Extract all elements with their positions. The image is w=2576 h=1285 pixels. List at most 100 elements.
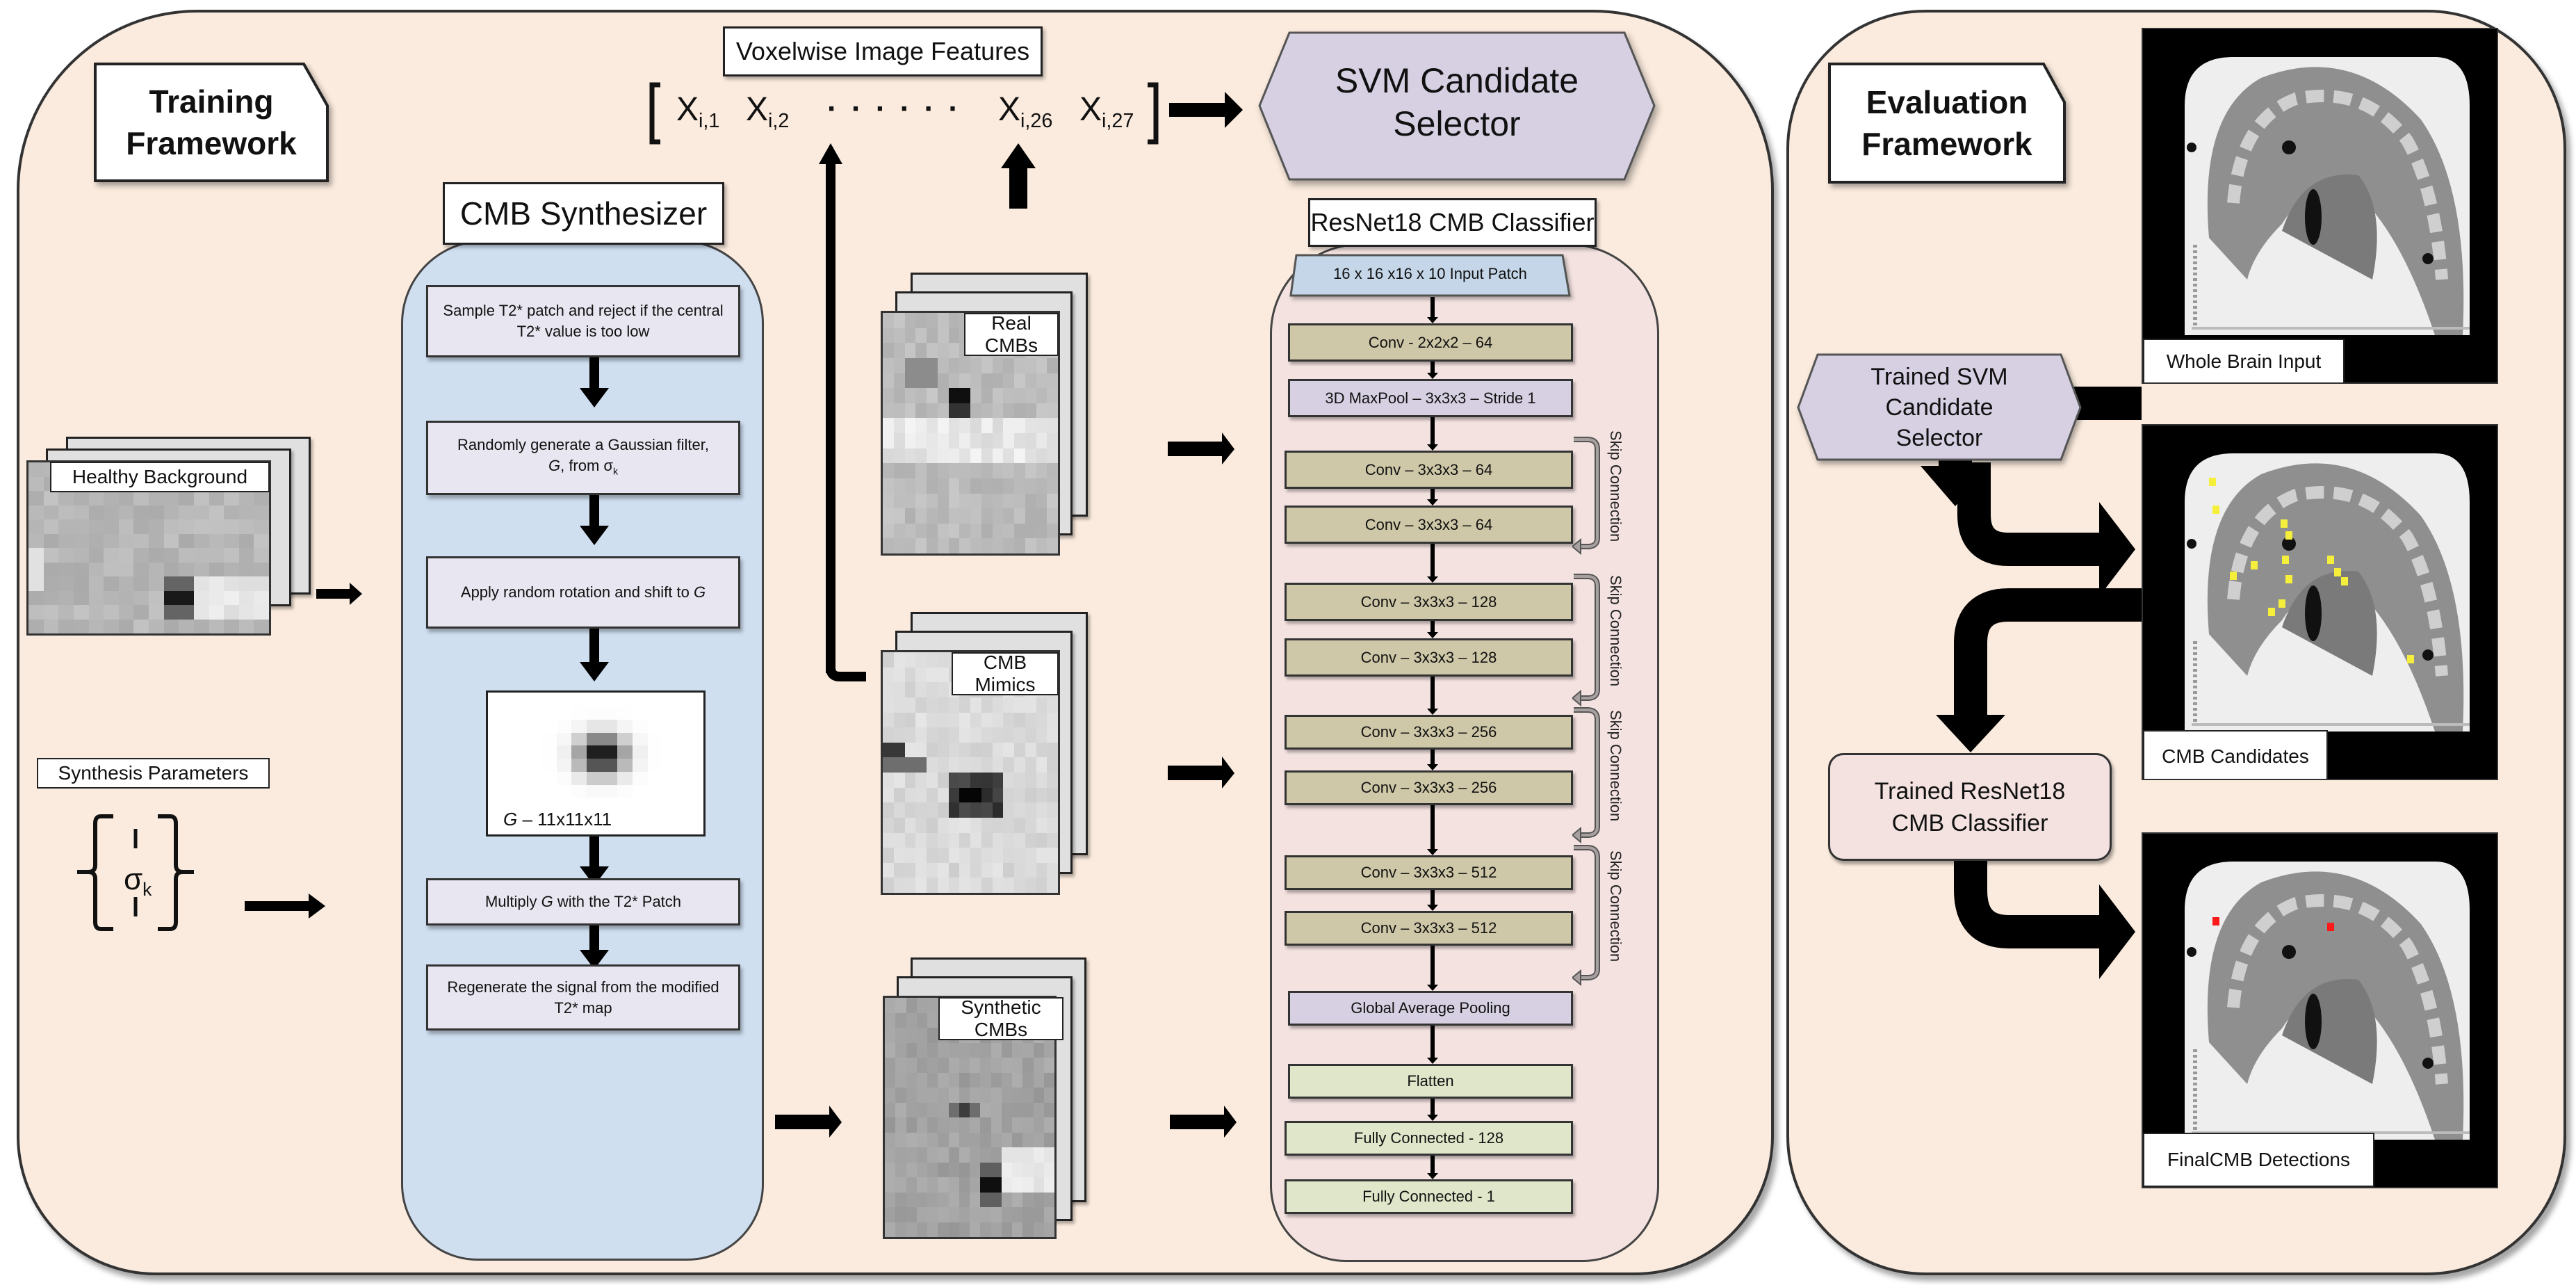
pixel	[1003, 787, 1014, 803]
pixel	[893, 463, 905, 478]
pixel	[1033, 1162, 1044, 1177]
pixel	[1025, 773, 1036, 788]
synth-step-regenerate: Regenerate the signal from the modified …	[426, 964, 740, 1031]
pixel	[981, 357, 993, 373]
gaussian-caption: G – 11x11x11	[503, 809, 612, 830]
pixel	[1012, 1102, 1023, 1117]
pixel	[916, 1042, 927, 1058]
pixel	[970, 878, 981, 893]
kernel-pixel	[556, 759, 572, 772]
kernel-pixel	[632, 719, 648, 733]
pixel	[28, 605, 44, 620]
pixel	[948, 1102, 959, 1117]
pixel	[948, 493, 960, 509]
pixel	[959, 712, 970, 728]
pixel	[937, 357, 949, 373]
pixel	[254, 605, 269, 620]
pixel	[254, 533, 269, 548]
pixel	[948, 478, 960, 494]
kernel-pixel	[571, 719, 587, 733]
pixel	[915, 802, 927, 818]
pixel	[193, 562, 209, 576]
whole-brain-input-image: Whole Brain Input	[2142, 28, 2498, 384]
pixel	[893, 682, 905, 697]
pixel	[991, 1162, 1002, 1177]
pixel	[948, 313, 960, 328]
pixel	[1003, 388, 1014, 403]
gaussian-kernel-grid	[526, 706, 693, 811]
kernel-pixel	[662, 798, 678, 811]
pixel	[1025, 757, 1036, 773]
pixel	[970, 742, 981, 758]
pixel	[883, 418, 894, 433]
kernel-pixel	[678, 771, 693, 785]
kernel-pixel	[526, 719, 541, 733]
pixel	[992, 832, 1004, 848]
pixel	[937, 773, 949, 788]
pixel	[238, 505, 254, 519]
voxelwise-features-text: Voxelwise Image Features	[735, 37, 1030, 65]
kernel-pixel	[617, 784, 633, 798]
resnet-layer: Conv – 3x3x3 – 256	[1285, 715, 1573, 750]
pixel	[1001, 1207, 1012, 1222]
kernel-pixel	[632, 706, 648, 720]
pixel	[58, 519, 74, 534]
kernel-pixel	[647, 719, 663, 733]
pixel	[981, 862, 993, 878]
pixel	[992, 508, 1004, 524]
kernel-pixel	[662, 732, 678, 746]
pixel	[254, 491, 269, 506]
pixel	[904, 448, 916, 464]
pixel	[73, 590, 89, 605]
pixel	[224, 590, 239, 605]
pixel	[895, 1088, 906, 1103]
pixel	[1033, 1192, 1044, 1207]
kernel-pixel	[587, 798, 603, 811]
synthetic-cmbs-stack: Synthetic CMBs	[879, 957, 1171, 1250]
pixel	[970, 1132, 981, 1147]
pixel	[1001, 1058, 1012, 1073]
pixel	[938, 1088, 949, 1103]
pixel	[1047, 817, 1058, 833]
pixel	[1003, 848, 1014, 863]
pixel	[970, 493, 981, 509]
synth-step-multiply: Multiply G with the T2* Patch	[426, 878, 740, 926]
pixel	[980, 1058, 991, 1073]
pixel	[73, 605, 89, 620]
pixel	[1003, 817, 1014, 833]
pixel	[937, 463, 949, 478]
pixel	[915, 832, 927, 848]
pixel	[992, 757, 1004, 773]
pixel	[959, 388, 970, 403]
pixel	[959, 448, 970, 464]
pixel	[915, 773, 927, 788]
pixel	[915, 862, 927, 878]
pixel	[1036, 757, 1047, 773]
pixel	[895, 1222, 906, 1237]
pixel	[1047, 742, 1058, 758]
pixel	[927, 403, 938, 419]
pixel	[1025, 388, 1036, 403]
kernel-pixel	[571, 784, 587, 798]
pixel	[992, 817, 1004, 833]
pixel	[948, 817, 960, 833]
pixel	[895, 1177, 906, 1193]
pixel	[927, 1028, 938, 1043]
pixel	[1047, 493, 1058, 509]
pixel	[254, 619, 269, 633]
pixel	[238, 548, 254, 563]
resnet-layer: Conv – 3x3x3 – 256	[1285, 770, 1573, 805]
pixel	[1047, 878, 1058, 893]
pixel	[209, 533, 225, 548]
pixel	[883, 538, 894, 553]
pixel	[28, 576, 44, 591]
kernel-pixel	[647, 732, 663, 746]
pixel	[1033, 1222, 1044, 1237]
pixel	[915, 343, 927, 358]
pixel	[224, 533, 239, 548]
pixel	[992, 697, 1004, 713]
pixel	[1003, 697, 1014, 713]
pixel	[981, 802, 993, 818]
pixel	[1025, 463, 1036, 478]
pixel	[937, 862, 949, 878]
